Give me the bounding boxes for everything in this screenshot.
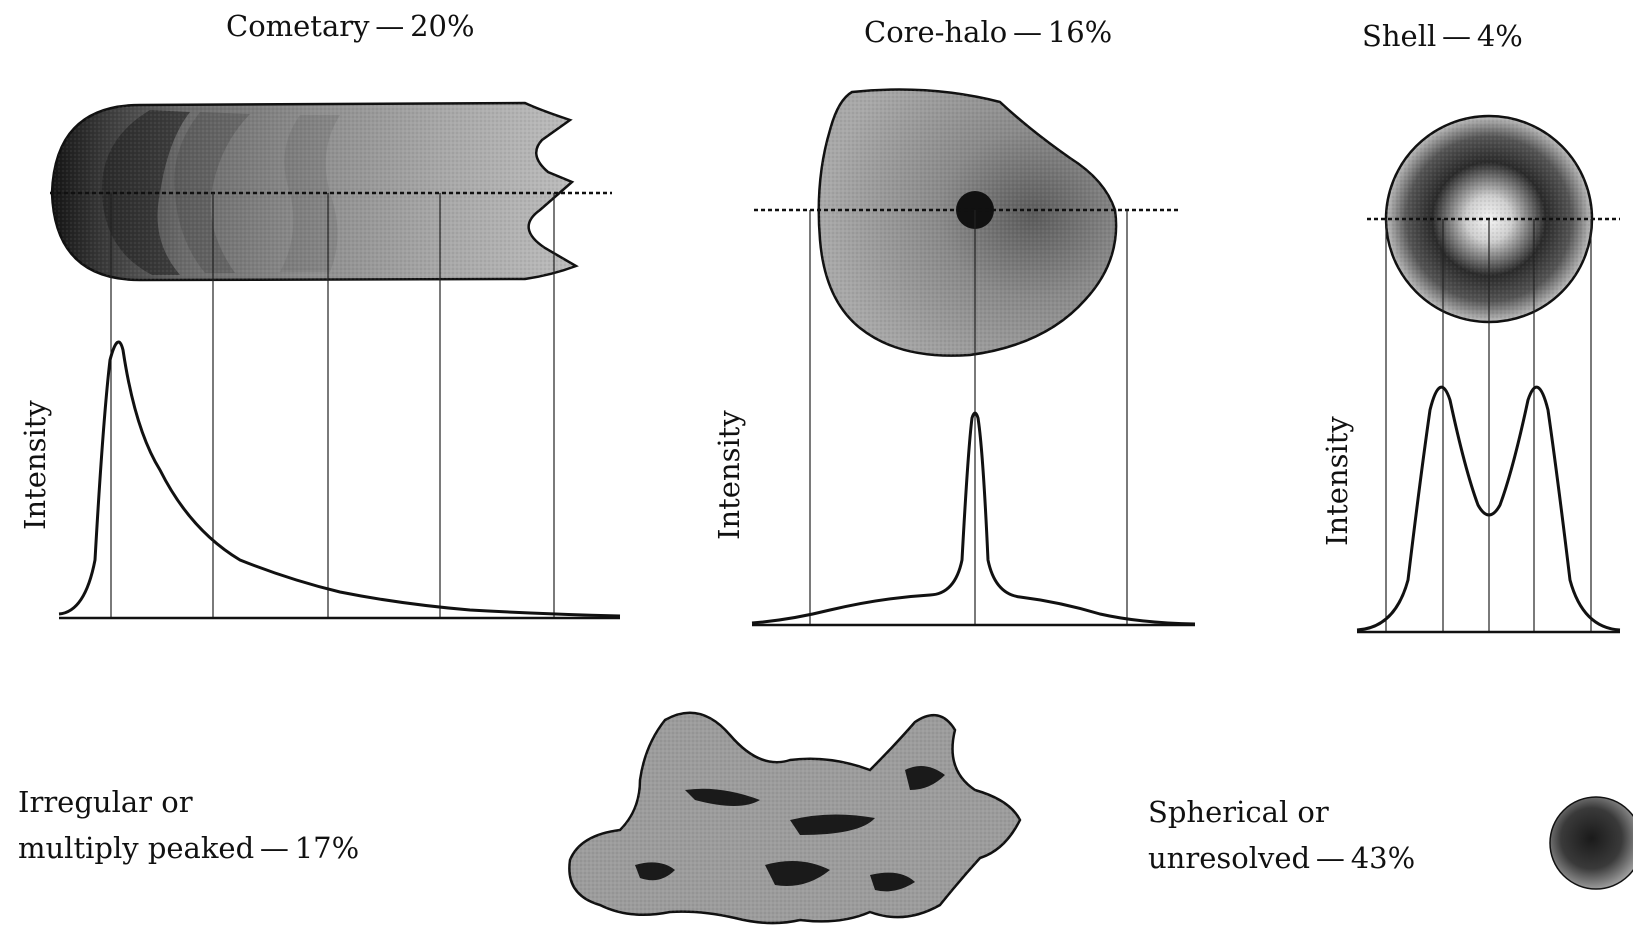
spherical-label-line2: unresolved — 43%: [1148, 842, 1415, 875]
spherical-nebula-image: [1550, 797, 1633, 889]
shell-label: Shell — 4%: [1362, 20, 1523, 53]
core-halo-profile-curve: [752, 413, 1195, 624]
shell-y-axis-label: Intensity: [1320, 416, 1354, 546]
cometary-nebula-image: [52, 103, 576, 280]
core-halo-intensity-plot: [752, 413, 1195, 625]
cometary-y-axis-label: Intensity: [18, 400, 52, 530]
irregular-label-line2: multiply peaked — 17%: [18, 832, 359, 865]
irregular-label-line1: Irregular or: [18, 786, 193, 819]
core-halo-label: Core-halo — 16%: [864, 16, 1112, 49]
cometary-intensity-plot: [59, 342, 620, 618]
spherical-label-line1: Spherical or: [1148, 796, 1329, 829]
cometary-label: Cometary — 20%: [226, 10, 475, 43]
core-halo-y-axis-label: Intensity: [712, 410, 746, 540]
core-halo-nebula-image: [819, 90, 1116, 356]
irregular-nebula-image: [569, 713, 1020, 923]
cometary-profile-curve: [59, 342, 620, 616]
